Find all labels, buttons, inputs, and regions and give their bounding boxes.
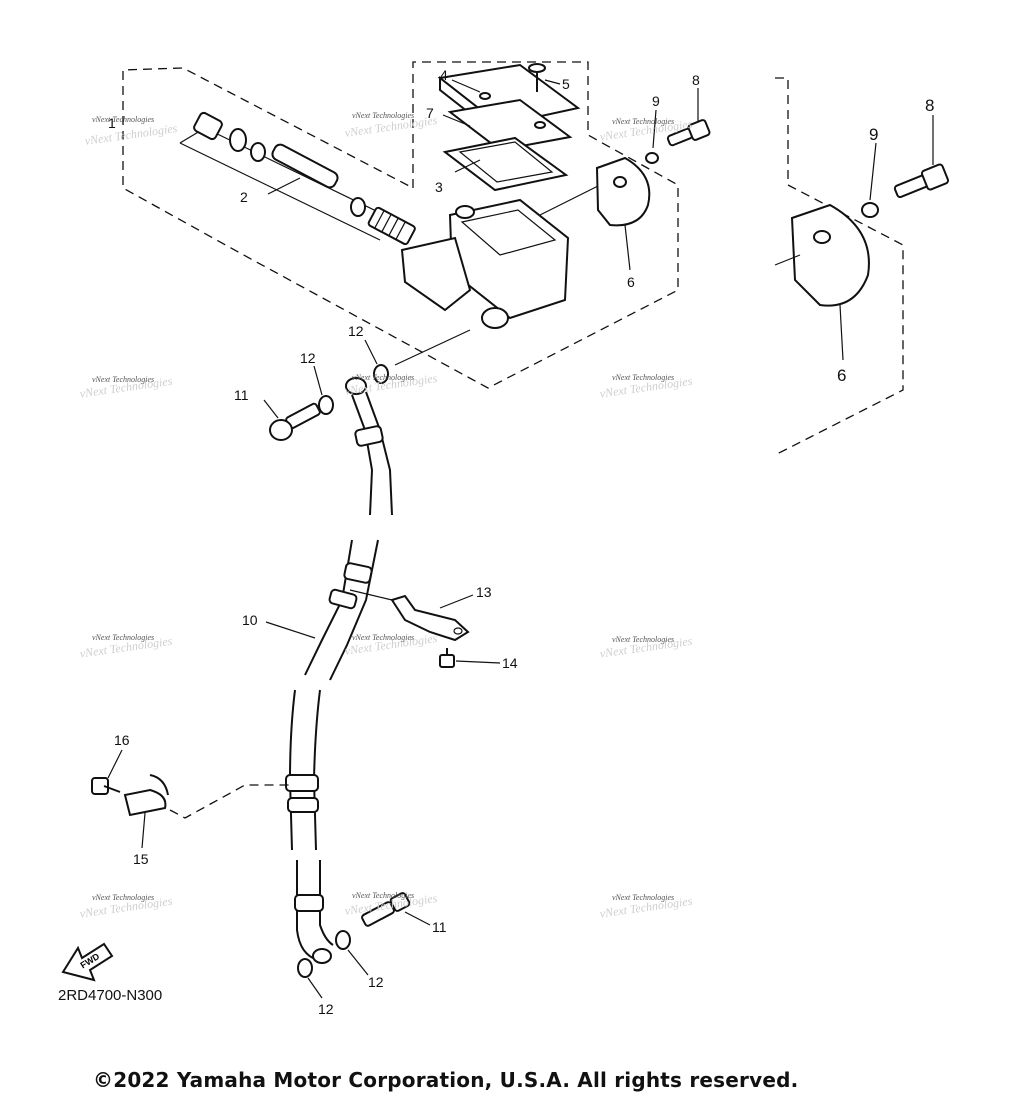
callout-1: 1 — [108, 115, 116, 131]
callout-9a: 9 — [652, 93, 660, 109]
callout-7: 7 — [426, 105, 434, 121]
callout-11a: 11 — [234, 387, 249, 403]
clamp-small — [595, 156, 651, 227]
watermark: vNext Technologies — [612, 117, 674, 126]
callout-14: 14 — [502, 655, 518, 671]
copyright-notice: ©2022 Yamaha Motor Corporation, U.S.A. A… — [93, 1068, 799, 1092]
callout-6b: 6 — [837, 366, 846, 385]
watermark: vNext Technologies — [612, 373, 674, 382]
callout-12b: 12 — [348, 323, 364, 339]
watermark: vNext Technologies — [352, 111, 414, 120]
callout-8a: 8 — [692, 72, 700, 88]
callout-12a: 12 — [300, 350, 316, 366]
reservoir-cap-stack — [437, 63, 581, 192]
hose-bracket — [349, 589, 470, 668]
callout-12c: 12 — [368, 974, 384, 990]
bolt-upper-left — [645, 119, 711, 164]
diagram-code: 2RD4700-N300 — [58, 987, 163, 1004]
watermark: vNext Technologies — [612, 893, 674, 902]
fwd-arrow: FWD — [61, 942, 114, 982]
watermark: vNext Technologies — [92, 633, 154, 642]
callout-9b: 9 — [869, 125, 878, 144]
callout-13: 13 — [476, 584, 492, 600]
hose-clamp — [91, 774, 290, 819]
watermark: vNext Technologies — [92, 893, 154, 902]
watermark: vNext Technologies — [352, 633, 414, 642]
bolt-upper-right — [861, 163, 950, 218]
watermark: vNext Technologies — [352, 373, 414, 382]
piston-assembly — [179, 111, 416, 246]
callout-6a: 6 — [627, 274, 635, 290]
watermark: vNext Technologies — [612, 635, 674, 644]
callout-15: 15 — [133, 851, 149, 867]
watermark-ghost: vNext Technologies — [84, 121, 179, 148]
callout-10: 10 — [242, 612, 258, 628]
callout-12d: 12 — [318, 1001, 334, 1017]
brake-hose — [285, 377, 393, 964]
watermark: vNext Technologies — [92, 115, 154, 124]
parts-diagram: FWD vNext Technologies vNext Technologie… — [61, 61, 950, 1017]
leader-lines — [107, 79, 934, 999]
callout-5: 5 — [562, 76, 570, 92]
callout-16: 16 — [114, 732, 130, 748]
callout-labels: 1 2 3 4 5 6 6 7 8 8 9 9 10 11 11 12 12 1… — [108, 67, 934, 1017]
clamp-large — [774, 203, 870, 307]
callout-2: 2 — [240, 189, 248, 205]
union-bolt-lower — [297, 892, 411, 978]
watermark: vNext Technologies — [92, 375, 154, 384]
union-bolt-upper — [269, 364, 389, 441]
callout-11b: 11 — [432, 919, 447, 935]
callout-4: 4 — [440, 67, 448, 83]
callout-3: 3 — [435, 179, 443, 195]
watermark: vNext Technologies — [352, 891, 414, 900]
master-cylinder-body — [394, 184, 601, 366]
callout-8b: 8 — [925, 96, 934, 115]
